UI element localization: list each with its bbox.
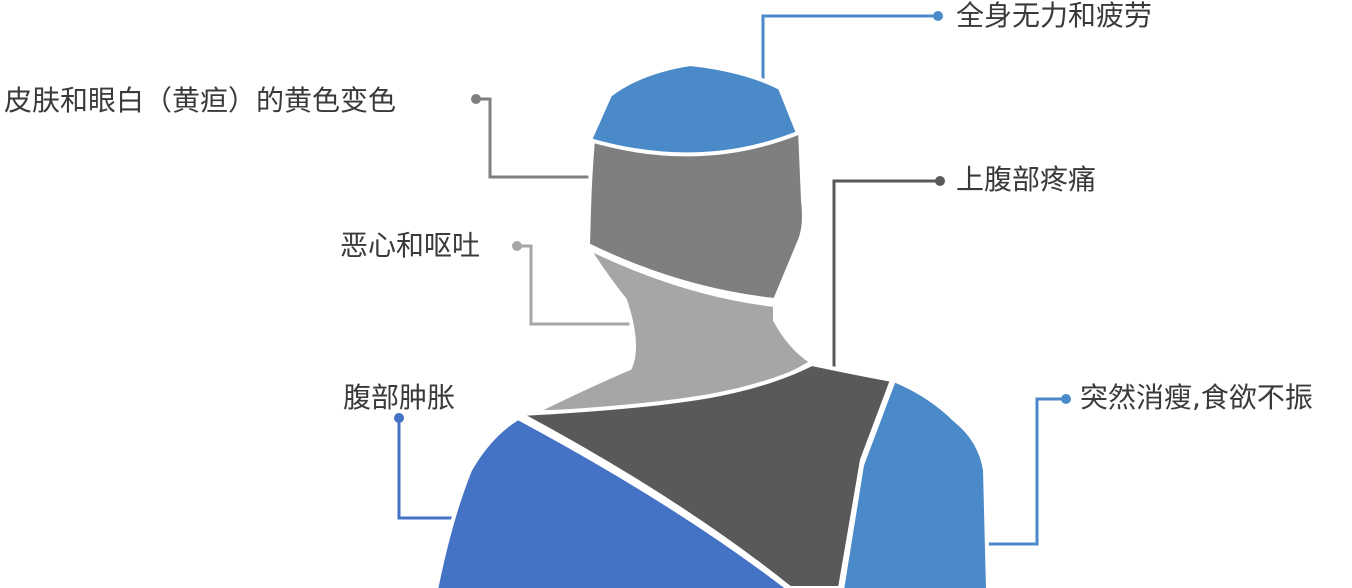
- callout-jaundice: 皮肤和眼白（黄疸）的黄色变色: [4, 84, 397, 117]
- torso-sash-segment: [518, 362, 894, 588]
- callout-abdominal-pain: 上腹部疼痛: [956, 163, 1097, 196]
- leader-line-nausea: [519, 244, 636, 326]
- head-top-segment: [588, 62, 800, 157]
- leader-dot-bloating: [394, 413, 404, 423]
- leader-dot-nausea: [512, 241, 522, 251]
- leader-dot-weight-loss: [1061, 394, 1071, 404]
- torso-right-segment: [840, 378, 990, 588]
- callout-nausea: 恶心和呕吐: [340, 229, 481, 262]
- torso-left-segment: [434, 416, 791, 588]
- leader-line-abdominal-pain: [832, 179, 938, 368]
- leader-dot-fatigue: [933, 11, 943, 21]
- callout-fatigue: 全身无力和疲劳: [956, 0, 1153, 32]
- leader-line-bloating: [397, 420, 460, 520]
- leader-line-fatigue: [761, 14, 936, 82]
- leader-dot-abdominal-pain: [935, 176, 945, 186]
- leader-line-weight-loss: [985, 397, 1064, 546]
- callout-bloating: 腹部肿胀: [343, 381, 456, 414]
- callout-weight-loss: 突然消瘦,食欲不振: [1080, 381, 1313, 414]
- leader-line-jaundice: [478, 97, 592, 179]
- leader-dot-jaundice: [471, 94, 481, 104]
